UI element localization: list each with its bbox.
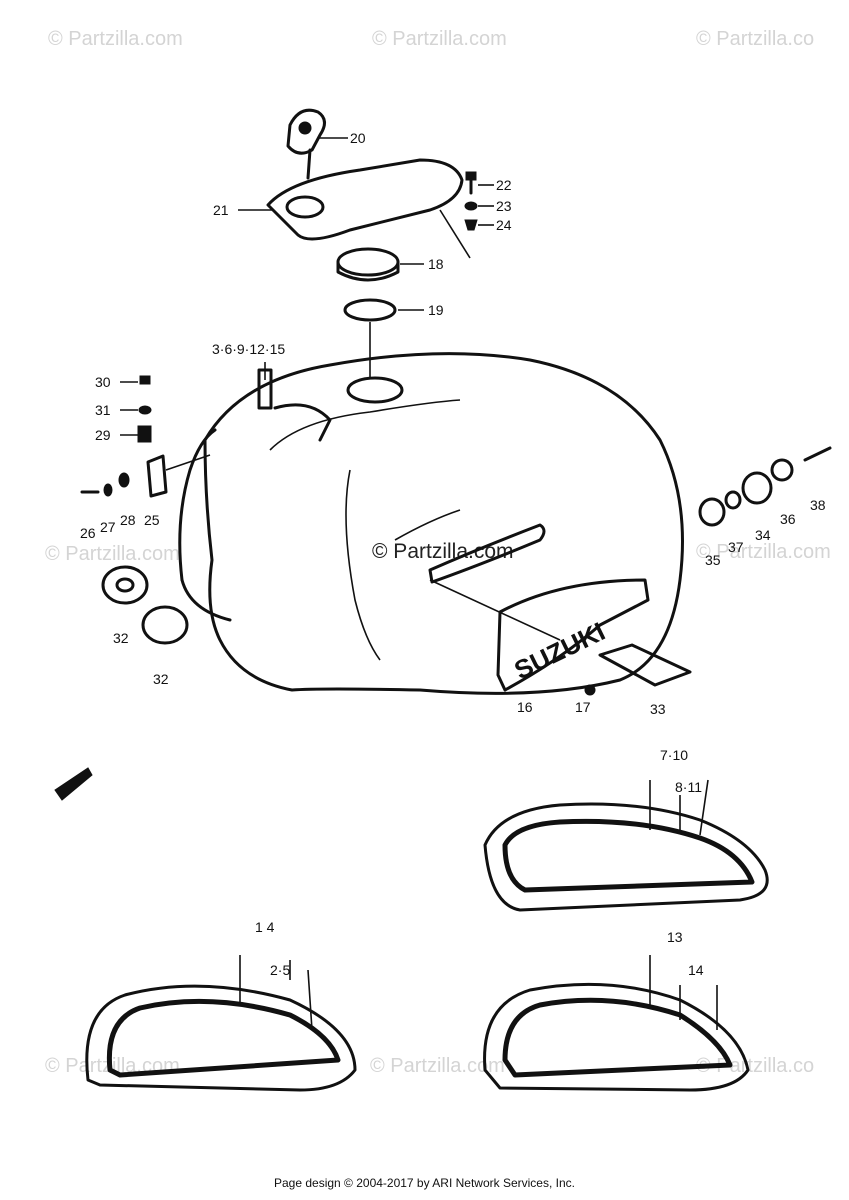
fuel-cap-key [286, 108, 326, 180]
watermark-top-middle: © Partzilla.com [372, 28, 507, 50]
callout-25: 25 [144, 512, 160, 528]
callout-35: 35 [705, 552, 721, 568]
callout-22: 22 [496, 177, 512, 193]
callout-26: 26 [80, 525, 96, 541]
callout-37: 37 [728, 539, 744, 555]
emblem-suzuki: SUZUKI [509, 616, 609, 685]
callout-19: 19 [428, 302, 444, 318]
watermark-mid-left: © Partzilla.com [45, 543, 180, 565]
tank-top-cover [266, 158, 464, 241]
callout-32-a: 32 [113, 630, 129, 646]
callout-8-11: 8·11 [675, 779, 702, 795]
callout-27: 27 [100, 519, 116, 535]
callout-30: 30 [95, 374, 111, 390]
tank-cushions [101, 565, 189, 645]
front-arrow-icon [54, 767, 93, 801]
callout-34: 34 [755, 527, 771, 543]
callout-1-4: 1 4 [255, 919, 275, 935]
filler-gasket [343, 298, 397, 322]
callout-31: 31 [95, 402, 111, 418]
fuel-tank-body [203, 352, 684, 695]
callout-21: 21 [213, 202, 229, 218]
callout-36: 36 [780, 511, 796, 527]
callout-24: 24 [496, 217, 512, 233]
watermark-top-right: © Partzilla.co [696, 28, 814, 50]
callout-32-b: 32 [153, 671, 169, 687]
callout-14: 14 [688, 962, 704, 978]
callout-2-5: 2·5 [270, 962, 290, 978]
tank-decal-variant-a [483, 802, 769, 912]
watermark-bottom-middle: © Partzilla.com [370, 1055, 505, 1077]
screw-and-washers [464, 171, 478, 231]
callout-3-6-9-12-15: 3·6·9·12·15 [212, 341, 285, 357]
callout-18: 18 [428, 256, 444, 272]
mounting-bracket-set [80, 454, 168, 498]
callout-16: 16 [517, 699, 533, 715]
watermark-center: © Partzilla.com [372, 540, 514, 563]
callout-29: 29 [95, 427, 111, 443]
filler-cap [336, 247, 400, 282]
right-bolt-set [698, 446, 832, 527]
callout-7-10: 7·10 [660, 747, 688, 763]
callout-17: 17 [575, 699, 591, 715]
callout-20: 20 [350, 130, 366, 146]
watermark-top-left: © Partzilla.com [48, 28, 183, 50]
page-footer: Page design © 2004-2017 by ARI Network S… [273, 1176, 575, 1190]
callout-38: 38 [810, 497, 826, 513]
callout-28: 28 [120, 512, 136, 528]
left-bolt-set [137, 375, 152, 443]
tank-decal-variant-b [85, 984, 357, 1092]
callout-33: 33 [650, 701, 666, 717]
emblem-screw [584, 684, 596, 696]
callout-23: 23 [496, 198, 512, 214]
watermark-mid-right: © Partzilla.com [696, 541, 831, 563]
callout-13: 13 [667, 929, 683, 945]
emblem-pad [598, 643, 692, 687]
